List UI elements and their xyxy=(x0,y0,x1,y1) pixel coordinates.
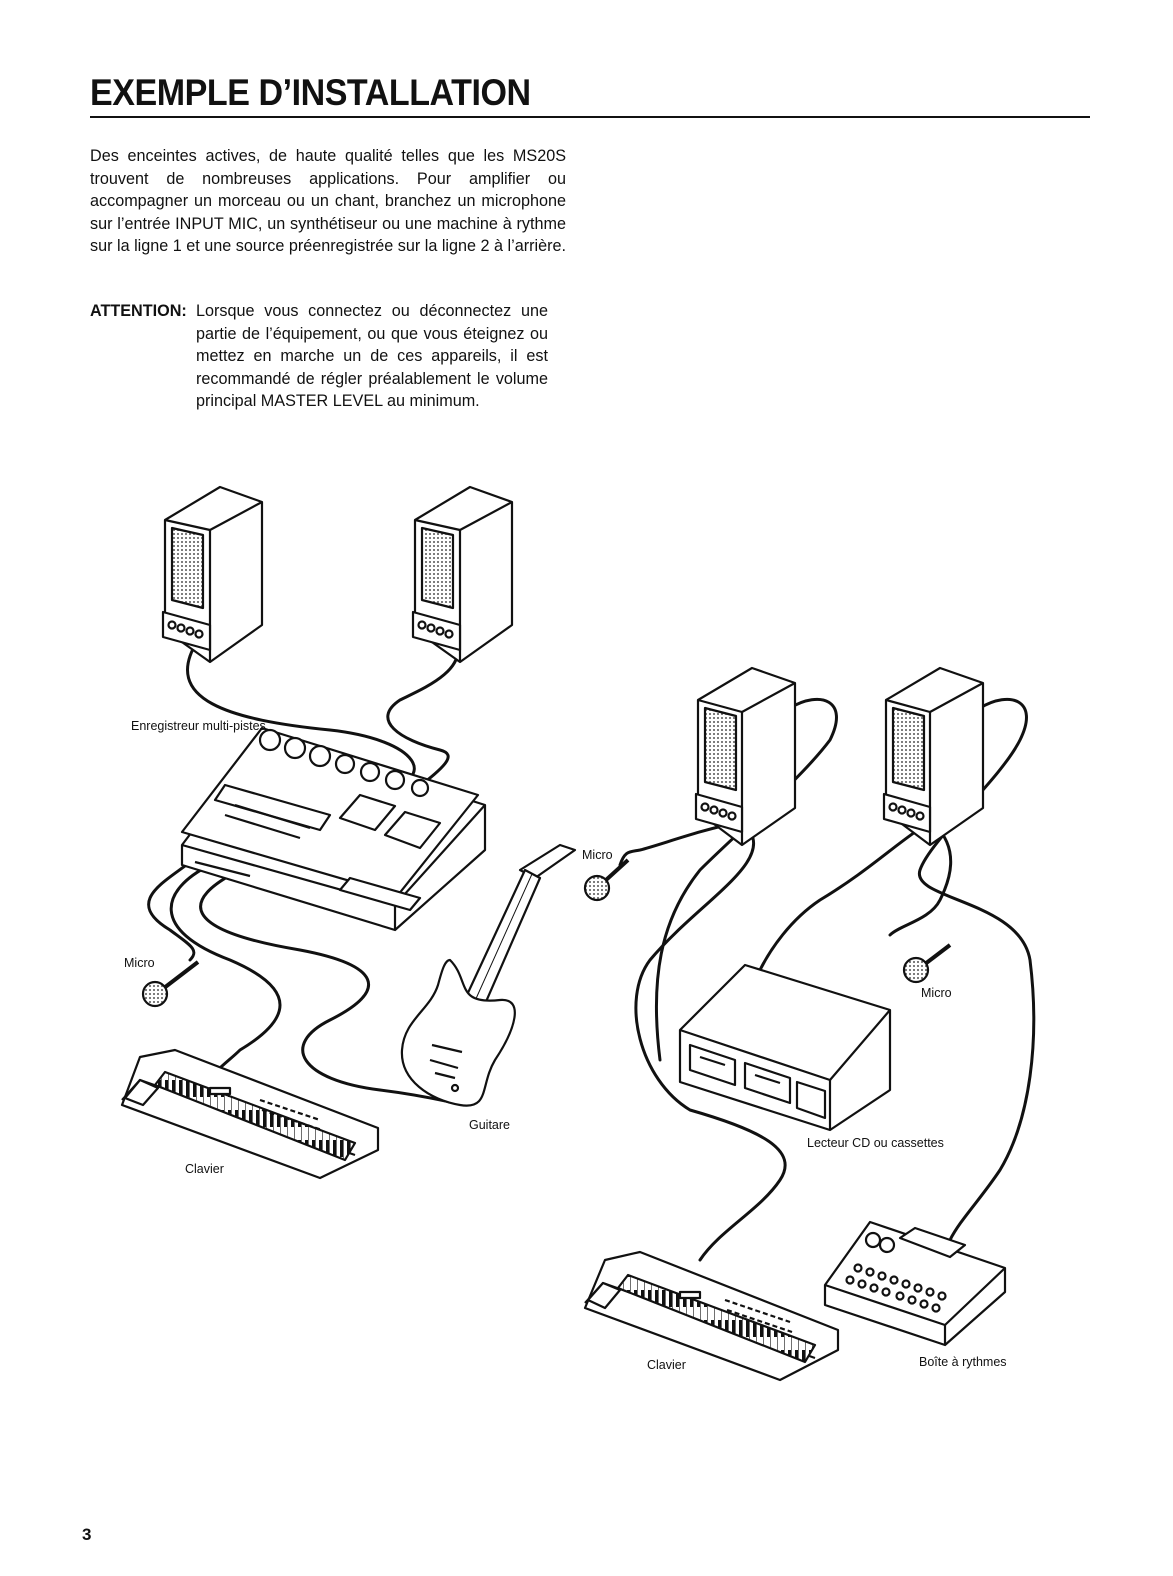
intro-paragraph: Des enceintes actives, de haute qualité … xyxy=(90,147,566,255)
microphone-icon xyxy=(902,943,952,984)
page-title: EXEMPLE D’INSTALLATION xyxy=(90,72,531,113)
microphone-icon xyxy=(141,960,200,1008)
cd-cassette-player-icon xyxy=(678,963,892,1132)
label-cd-player: Lecteur CD ou cassettes xyxy=(807,1136,944,1150)
attention-label: ATTENTION: xyxy=(90,302,187,320)
label-keyboard-right: Clavier xyxy=(647,1358,686,1372)
attention-text: Lorsque vous connectez ou déconnectez un… xyxy=(196,302,548,410)
multitrack-recorder-icon xyxy=(180,726,487,932)
speaker-icon xyxy=(694,666,797,847)
label-micro-center: Micro xyxy=(582,848,613,862)
label-keyboard-left: Clavier xyxy=(185,1162,224,1176)
page-number: 3 xyxy=(82,1525,92,1544)
guitar-icon xyxy=(400,843,577,1107)
cables xyxy=(147,638,1036,1262)
label-micro-right: Micro xyxy=(921,986,952,1000)
drum-machine-icon xyxy=(823,1220,1007,1347)
label-guitar: Guitare xyxy=(469,1118,510,1132)
speaker-icon xyxy=(161,485,264,664)
microphone-icon xyxy=(583,858,630,902)
label-micro-left: Micro xyxy=(124,956,155,970)
title-rule xyxy=(90,116,1090,118)
speaker-icon xyxy=(882,666,985,847)
speaker-icon xyxy=(411,485,514,664)
keyboard-icon xyxy=(583,1250,840,1382)
label-drum-machine: Boîte à rythmes xyxy=(919,1355,1007,1369)
keyboard-icon xyxy=(120,1048,380,1180)
label-recorder: Enregistreur multi-pistes xyxy=(131,719,266,733)
